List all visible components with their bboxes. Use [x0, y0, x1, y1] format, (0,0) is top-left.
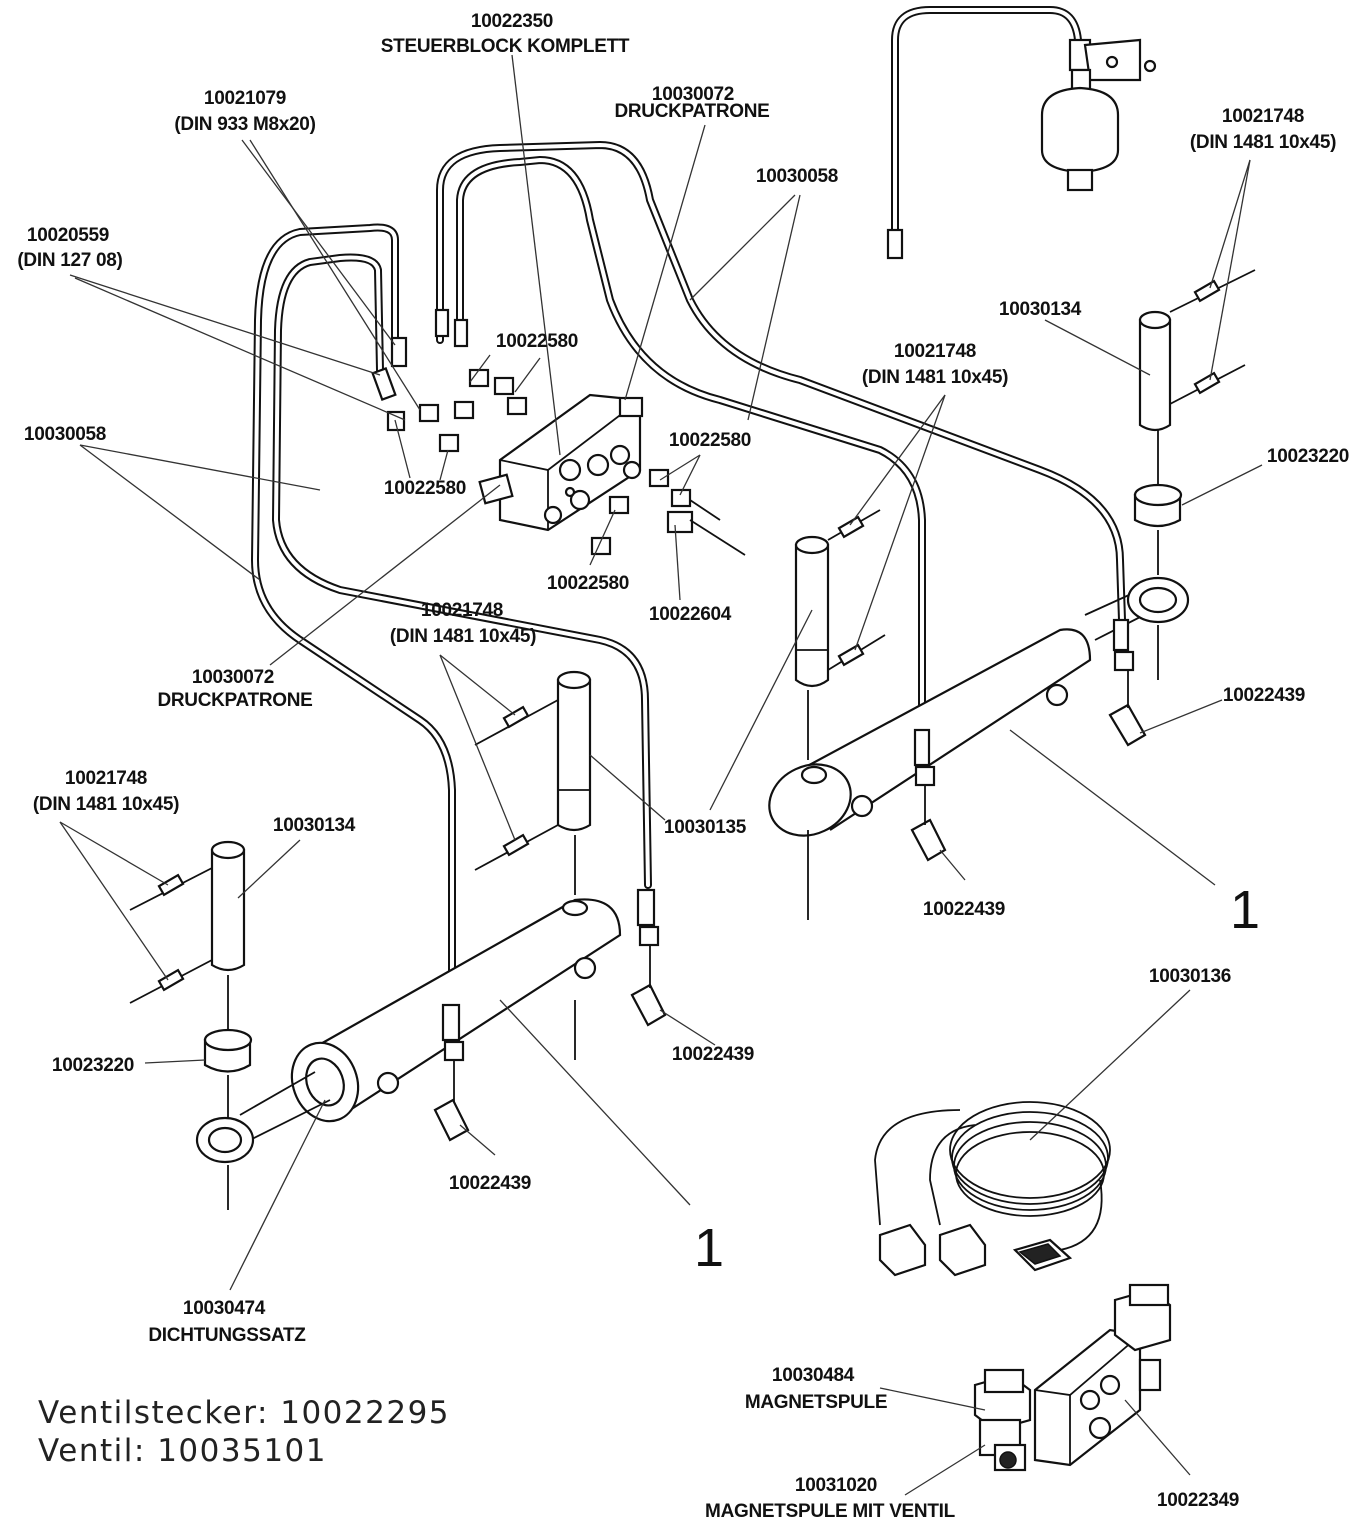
label-elbow-right-mid: 10022439	[923, 899, 1005, 920]
label-pin-left-number: 10021748	[65, 768, 147, 789]
label-pin-right-mid-name: (DIN 1481 10x45)	[862, 367, 1008, 388]
label-bearing-right: 10023220	[1267, 446, 1349, 467]
label-elbow-left-bottom: 10022439	[449, 1173, 531, 1194]
part-labels: 10022350 STEUERBLOCK KOMPLETT 10030072 D…	[17, 11, 1349, 1522]
solenoid-valve	[973, 1283, 1172, 1472]
label-bolt-right: 10030134	[999, 299, 1082, 320]
label-elbow-left-top: 10022439	[672, 1044, 754, 1065]
label-din127-number: 10020559	[27, 225, 109, 246]
label-seal-number: 10030474	[183, 1298, 266, 1319]
label-coil-number: 10030484	[772, 1365, 855, 1386]
label-coil-valve-number: 10031020	[795, 1475, 877, 1496]
label-din127-name: (DIN 127 08)	[17, 250, 122, 271]
note-valve-plug: Ventilstecker: 10022295	[38, 1395, 451, 1431]
middle-left-bolt-group	[474, 670, 592, 871]
label-fitting-right: 10022580	[669, 430, 751, 451]
label-steuerblock-name: STEUERBLOCK KOMPLETT	[381, 36, 630, 57]
label-bolt-left: 10030134	[273, 815, 356, 836]
middle-right-bolt-group	[794, 509, 886, 688]
label-hose-right: 10030058	[756, 166, 838, 187]
label-pin-topright-name: (DIN 1481 10x45)	[1190, 132, 1336, 153]
label-fitting-bottom: 10022580	[547, 573, 629, 594]
control-block	[371, 308, 746, 556]
left-cylinder	[195, 835, 667, 1210]
label-cylinder-left: 1	[694, 1218, 724, 1278]
right-cylinder	[768, 430, 1190, 920]
label-bearing-left: 10023220	[52, 1055, 134, 1076]
label-cable: 10030136	[1149, 966, 1231, 987]
label-fitting-10022604: 10022604	[649, 604, 732, 625]
label-din933-name: (DIN 933 M8x20)	[174, 114, 315, 135]
label-din933-number: 10021079	[204, 88, 286, 109]
label-druckpatrone-bottom-name: DRUCKPATRONE	[157, 690, 312, 711]
label-elbow-right-top: 10022439	[1223, 685, 1305, 706]
label-pin-mid-number: 10021748	[421, 600, 503, 621]
hydraulic-hoses	[250, 5, 1126, 1009]
label-pin-right-mid-number: 10021748	[894, 341, 976, 362]
label-fitting-top: 10022580	[496, 331, 578, 352]
pressure-accumulator	[886, 38, 1157, 260]
right-bolt-group	[1138, 269, 1256, 432]
label-pin-mid-name: (DIN 1481 10x45)	[390, 626, 536, 647]
label-pin-topright-number: 10021748	[1222, 106, 1304, 127]
label-druckpatrone-bottom-number: 10030072	[192, 667, 274, 688]
label-steuerblock-number: 10022350	[471, 11, 553, 32]
label-cylinder-right: 1	[1230, 880, 1260, 940]
label-fitting-left: 10022580	[384, 478, 466, 499]
label-coil-valve-name: MAGNETSPULE MIT VENTIL	[705, 1501, 956, 1522]
label-valve-block: 10022349	[1157, 1490, 1239, 1511]
cable-harness	[874, 1101, 1111, 1277]
label-coil-name: MAGNETSPULE	[745, 1392, 887, 1413]
label-druckpatrone-top-name: DRUCKPATRONE	[614, 101, 769, 122]
label-hose-left: 10030058	[24, 424, 106, 445]
note-valve: Ventil: 10035101	[38, 1433, 327, 1469]
left-bolt-group	[129, 840, 246, 1004]
leader-lines	[59, 54, 1263, 1496]
label-seal-name: DICHTUNGSSATZ	[148, 1325, 306, 1346]
label-pin-left-name: (DIN 1481 10x45)	[33, 794, 179, 815]
label-bolt-center: 10030135	[664, 817, 747, 838]
label-druckpatrone-top-number: 10030072	[652, 84, 734, 105]
